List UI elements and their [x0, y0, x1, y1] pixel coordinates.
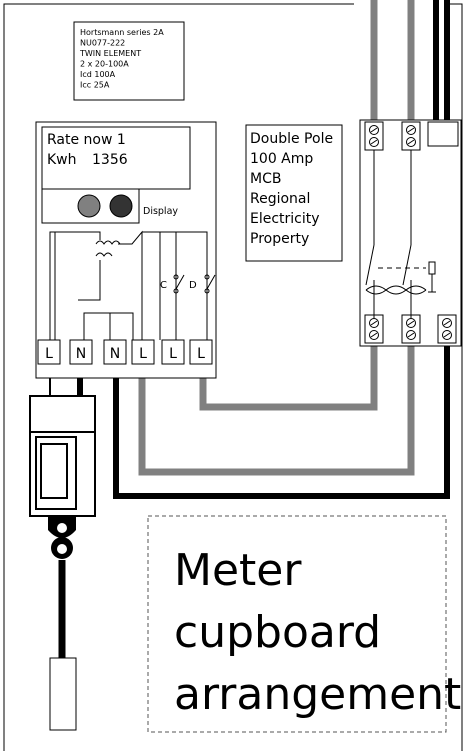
meter-internal-wiring [49, 230, 208, 340]
screw-slot [443, 332, 451, 338]
cable-grommet-hole [57, 544, 67, 554]
switch-d-icon [204, 274, 216, 294]
cupboard-outline [3, 3, 354, 751]
screw-slot [370, 127, 378, 133]
screw-slot [407, 320, 415, 326]
spec-label-line: NU077-222 [80, 39, 125, 48]
coil-icon-2 [95, 252, 113, 257]
spec-label-line: Icd 100A [80, 70, 116, 79]
spec-label-box [73, 21, 185, 101]
display-label: Display [143, 206, 178, 217]
live-wire-1 [199, 345, 378, 411]
kwh-value: 1356 [92, 152, 128, 168]
terminal-l-4 [131, 339, 155, 365]
coil-icon [95, 240, 121, 245]
terminal-l-6 [189, 339, 213, 365]
plug [49, 657, 77, 731]
mcb-label-line: Electricity [250, 211, 320, 227]
mcb-label-line: 100 Amp [250, 151, 313, 167]
terminal-label: L [139, 346, 147, 362]
meter-display-window [41, 126, 191, 190]
switch-c-icon [173, 274, 185, 294]
terminal-label: N [110, 346, 120, 362]
grey-display-button[interactable] [77, 194, 101, 218]
dark-display-button[interactable] [109, 194, 133, 218]
neutral-wire [113, 345, 450, 499]
caption-text: Meter cupboard arrangement [174, 545, 461, 720]
terminal-label: N [76, 346, 86, 362]
terminal-label: L [197, 346, 205, 362]
mcb-label-line: Double Pole [250, 131, 333, 147]
spec-label-line: Icc 25A [80, 81, 110, 90]
terminal-l-1 [37, 339, 61, 365]
spec-label-line: 2 x 20-100A [80, 60, 129, 69]
screw-slot [443, 320, 451, 326]
spec-label-line: Hortsmann series 2A [80, 28, 164, 37]
caption-line: arrangement [174, 669, 461, 720]
screw-slot [370, 320, 378, 326]
terminal-label: L [45, 346, 53, 362]
mcb-label-box [245, 124, 343, 262]
terminal-label: L [169, 346, 177, 362]
cupboard-outline-right [449, 3, 463, 751]
screw-slot [407, 332, 415, 338]
mcb-aux-terminal [427, 121, 459, 147]
caption-line: cupboard [174, 607, 381, 658]
screw-slot [407, 139, 415, 145]
mcb-label-line: Property [250, 231, 309, 247]
terminal-n-2 [69, 339, 93, 365]
screw-slot [370, 139, 378, 145]
fuse-cartridge [40, 443, 68, 499]
kwh-label: Kwh [47, 152, 77, 168]
live-wire-2 [138, 345, 415, 476]
screw-slot [370, 332, 378, 338]
switch-c-label: C [160, 280, 167, 291]
switch-d-label: D [189, 280, 197, 291]
mcb-internal-wiring [365, 150, 436, 318]
mcb-label-line: Regional [250, 191, 310, 207]
spec-label-line: TWIN ELEMENT [79, 49, 141, 58]
rate-text: Rate now 1 [47, 132, 126, 148]
screw-slot [407, 127, 415, 133]
terminal-n-3 [103, 339, 127, 365]
caption-box [147, 515, 447, 733]
cable-clamp-hole [57, 523, 67, 533]
caption-line: Meter [174, 545, 302, 596]
mcb-label-line: MCB [250, 171, 281, 187]
terminal-l-5 [161, 339, 185, 365]
